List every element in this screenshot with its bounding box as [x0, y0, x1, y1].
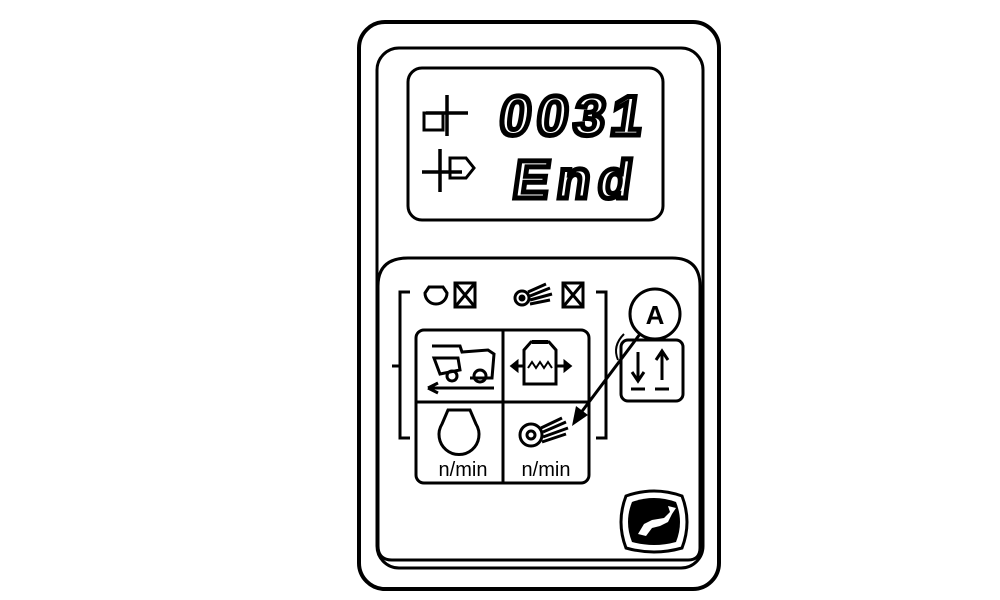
grain-tank-icon — [509, 340, 573, 386]
rotor-speed-button[interactable]: n/min — [505, 404, 587, 481]
indicator-bracket — [392, 290, 608, 440]
up-down-arrows-icon — [630, 348, 670, 391]
up-down-bracket — [615, 333, 625, 361]
flag-icon — [422, 149, 476, 192]
callout-label: A — [646, 300, 665, 330]
engine-speed-icon — [437, 408, 481, 456]
ground-speed-button[interactable] — [418, 332, 502, 400]
lcd-window — [406, 66, 665, 222]
outer-frame — [357, 20, 721, 591]
deer-logo — [619, 489, 689, 554]
counter-icon — [422, 95, 468, 136]
lcd-display: 0031 End — [406, 66, 665, 222]
lcd-value-bottom: End — [510, 150, 644, 210]
callout-arrowhead — [572, 406, 588, 426]
callout-a: A — [572, 287, 682, 426]
engine-crossed-icon — [423, 281, 477, 309]
lcd-value-top: 0031 — [496, 84, 653, 147]
callout-circle — [628, 287, 682, 341]
button-grid — [414, 328, 591, 485]
keypad-panel: n/min n/min — [376, 256, 702, 562]
rotor-speed-unit: n/min — [522, 459, 571, 481]
rotor-speed-icon — [518, 416, 569, 448]
engine-speed-button[interactable]: n/min — [418, 404, 502, 481]
grain-tank-button[interactable] — [505, 332, 587, 400]
engine-speed-unit: n/min — [439, 459, 488, 481]
harvester-travel-icon — [427, 344, 496, 395]
rotor-crossed-icon — [513, 281, 585, 309]
callout-leader — [578, 333, 642, 415]
keypad-frame — [376, 256, 702, 562]
